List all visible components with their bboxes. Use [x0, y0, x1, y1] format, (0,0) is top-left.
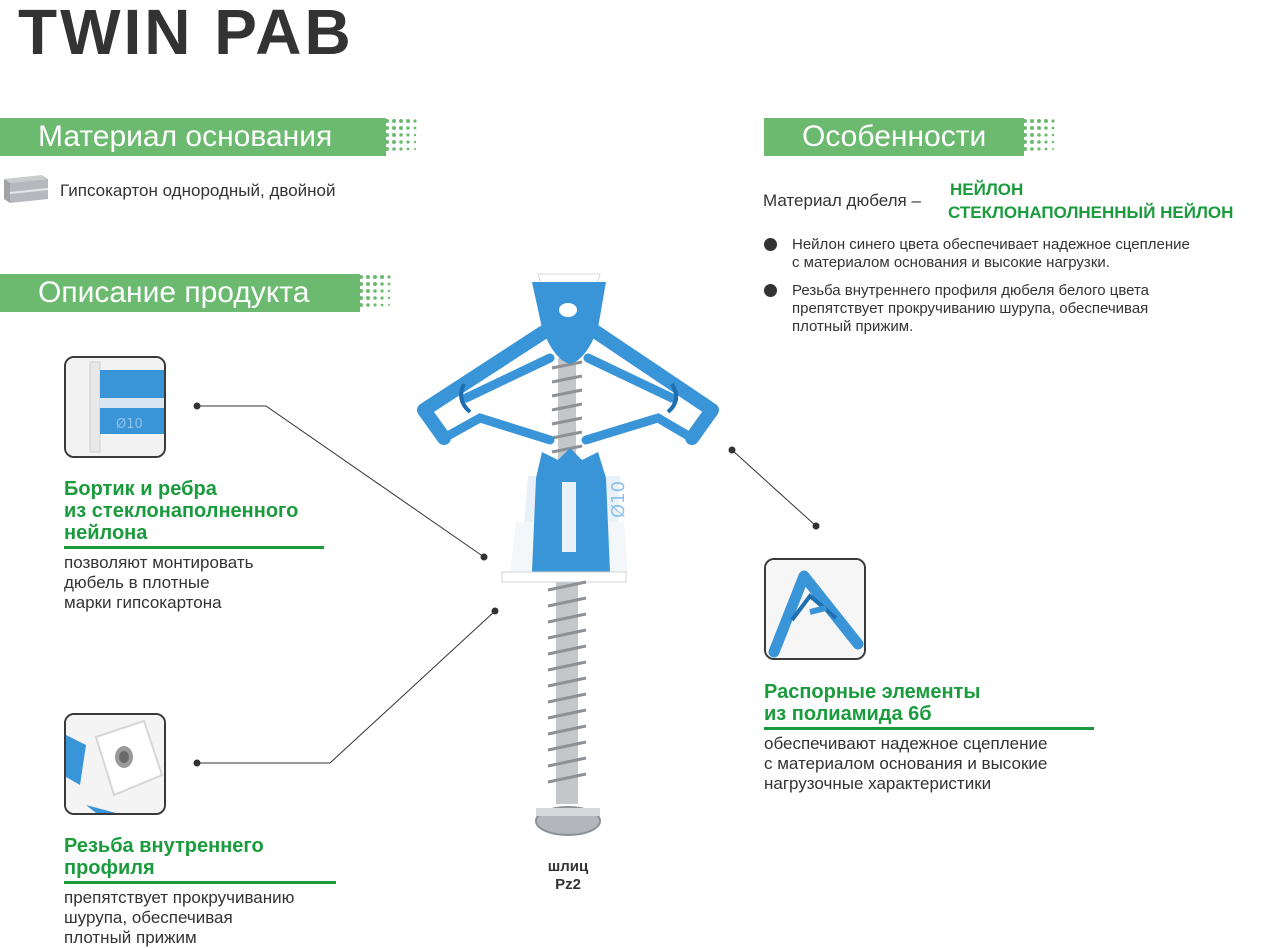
spacer-elements-thumbnail — [764, 558, 866, 660]
spacer-elements-text: обеспечивают надежное сцепление с матери… — [764, 734, 1047, 794]
base-material-heading-band: Материал основания — [0, 118, 386, 156]
dots-decoration — [1023, 119, 1055, 151]
dowel-material-value-1: НЕЙЛОН — [950, 180, 1024, 199]
dowel-marking: Ø10 — [608, 481, 629, 518]
product-description-heading: Описание продукта — [38, 276, 310, 309]
feature-bullet-line: Резьба внутреннего профиля дюбеля белого… — [792, 282, 1150, 299]
rim-ribs-text-line: дюбель в плотные — [64, 573, 210, 592]
spacer-elements-title-line: Распорные элементы — [764, 681, 981, 703]
inner-thread-text: препятствует прокручиванию шурупа, обесп… — [64, 888, 294, 948]
feature-bullet-1: Нейлон синего цвета обеспечивает надежно… — [792, 236, 1190, 272]
rim-ribs-title-line: из стеклонаполненного — [64, 500, 299, 522]
rim-ribs-title: Бортик и ребра из стеклонаполненного ней… — [64, 478, 298, 544]
inner-thread-text-line: шурупа, обеспечивая — [64, 908, 233, 927]
slot-label: шлиц — [547, 858, 589, 875]
features-heading-band: Особенности — [764, 118, 1024, 156]
feature-bullet-line: препятствует прокручиванию шурупа, обесп… — [792, 300, 1149, 317]
inner-thread-title: Резьба внутреннего профиля — [64, 835, 264, 879]
rim-ribs-title-line: нейлона — [64, 522, 148, 544]
inner-thread-title-line: профиля — [64, 857, 155, 879]
dowel-material-value-2: СТЕКЛОНАПОЛНЕННЫЙ НЕЙЛОН — [948, 203, 1234, 222]
rim-ribs-text: позволяют монтировать дюбель в плотные м… — [64, 553, 253, 613]
feature-bullet-line: Нейлон синего цвета обеспечивает надежно… — [792, 236, 1190, 253]
drywall-icon — [4, 175, 49, 203]
rim-ribs-title-line: Бортик и ребра — [64, 478, 217, 500]
slot-value: Pz2 — [555, 876, 581, 893]
inner-thread-rule — [64, 881, 336, 884]
bullet-icon — [764, 238, 777, 251]
inner-thread-thumbnail — [64, 713, 166, 815]
rim-ribs-rule — [64, 546, 324, 549]
thumbnail-marking: Ø10 — [116, 417, 143, 432]
dots-decoration — [359, 275, 391, 307]
spacer-elements-title-line: из полиамида 6б — [764, 703, 932, 725]
inner-thread-text-line: плотный прижим — [64, 928, 197, 947]
features-heading: Особенности — [802, 120, 987, 153]
feature-bullet-2: Резьба внутреннего профиля дюбеля белого… — [792, 282, 1149, 336]
spacer-elements-rule — [764, 727, 1094, 730]
base-material-item: Гипсокартон однородный, двойной — [60, 181, 336, 200]
feature-bullet-line: с материалом основания и высокие нагрузк… — [792, 254, 1110, 271]
spacer-elements-text-line: с материалом основания и высокие — [764, 754, 1048, 773]
inner-thread-text-line: препятствует прокручиванию — [64, 888, 295, 907]
bullet-icon — [764, 284, 777, 297]
product-description-heading-band: Описание продукта — [0, 274, 360, 312]
spacer-elements-text-line: обеспечивают надежное сцепление — [764, 734, 1048, 753]
base-material-heading: Материал основания — [38, 120, 333, 153]
rim-ribs-text-line: позволяют монтировать — [64, 553, 254, 572]
rim-ribs-text-line: марки гипсокартона — [64, 593, 222, 612]
dots-decoration — [385, 119, 417, 151]
page-title: TWIN PAB — [18, 0, 354, 68]
inner-thread-title-line: Резьба внутреннего — [64, 835, 264, 857]
spacer-elements-text-line: нагрузочные характеристики — [764, 774, 992, 793]
spacer-elements-title: Распорные элементы из полиамида 6б — [764, 681, 980, 725]
rim-ribs-thumbnail: Ø10 — [64, 356, 166, 458]
feature-bullet-line: плотный прижим. — [792, 318, 914, 335]
dowel-product-illustration: Ø10 — [417, 273, 719, 836]
dowel-material-label: Материал дюбеля – — [763, 191, 921, 210]
